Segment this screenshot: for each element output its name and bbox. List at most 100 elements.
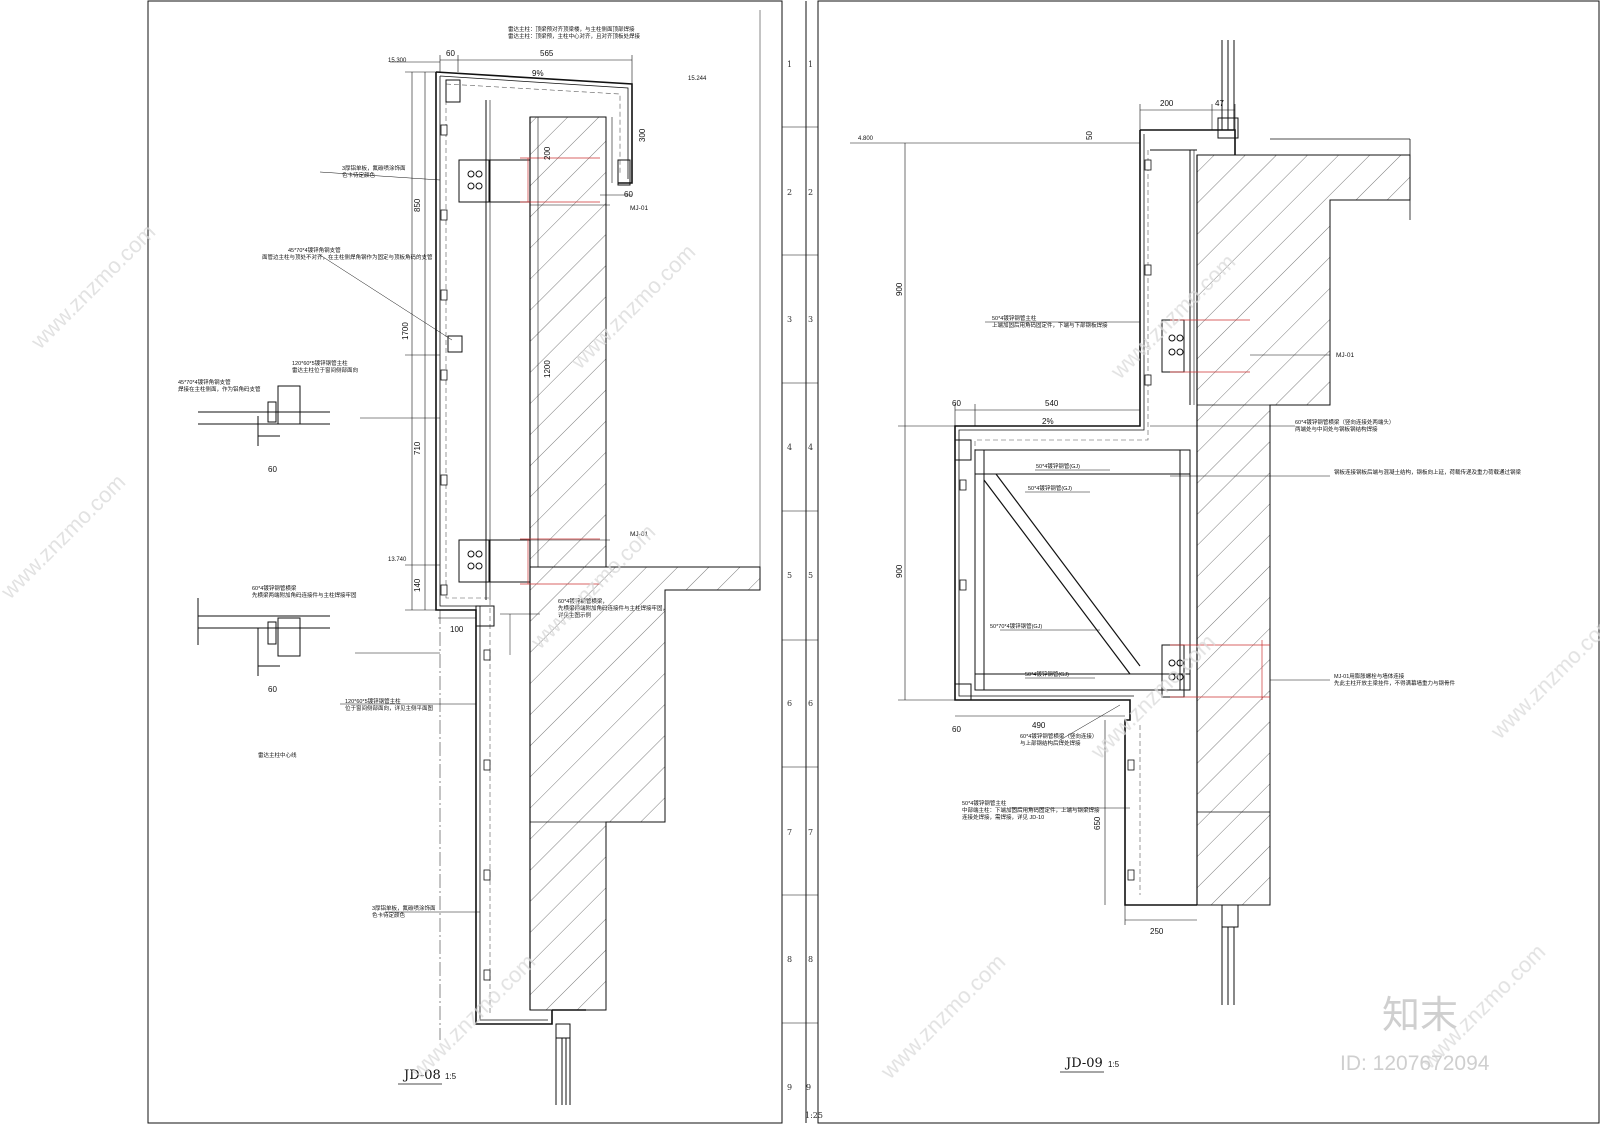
level-label: 4.800 — [858, 136, 874, 142]
row-number: 8 — [808, 955, 813, 964]
brand-logo: 知末 — [1382, 993, 1458, 1037]
code-label: MJ-01 — [630, 205, 648, 212]
note-text: 雷达主柱：顶梁预，主柱中心对齐，且对齐顶板处焊接 — [508, 32, 641, 40]
level-label: 13.740 — [388, 557, 407, 563]
cladding-profile-right — [954, 129, 1236, 906]
drawing-scale: 1:5 — [445, 1072, 457, 1081]
dim-label: 900 — [895, 564, 904, 578]
note-text: 上端加固后用角码固定件，下端与下部钢板焊接 — [992, 321, 1108, 329]
dim-label: 1200 — [543, 360, 552, 378]
note-text: 色卡待定颜色 — [342, 171, 376, 179]
note-text: 50*4镀锌钢管主柱 — [992, 314, 1037, 322]
note-text: 45*70*4镀锌角钢支管 — [178, 378, 231, 386]
row-number: 6 — [787, 699, 792, 708]
steel-frame-box — [954, 439, 1191, 701]
row-number: 4 — [808, 443, 813, 452]
dim-label: 710 — [413, 441, 422, 455]
dim-label: 60 — [952, 725, 961, 734]
title-jd08: JD-08 1:5 — [398, 1068, 457, 1085]
watermark-layer: www.znzmo.com www.znzmo.com www.znzmo.co… — [0, 219, 1600, 1084]
dim-label: 47 — [1215, 99, 1224, 108]
detail-jd-09: 50*4镀锌钢管主柱 上端加固后用角码固定件，下端与下部钢板焊接 60*4镀锌钢… — [850, 40, 1522, 1073]
concrete-column — [529, 116, 761, 1011]
brand-watermark: 知末 ID: 1207672094 — [1340, 993, 1490, 1075]
sheet-scale: 1:25 — [805, 1111, 823, 1120]
leaders-right — [985, 321, 1330, 809]
note-text: 50*4镀锌钢管主柱 — [962, 799, 1007, 807]
dim-label: 140 — [413, 578, 422, 592]
level-label: 15.244 — [688, 76, 707, 82]
dim-label: 490 — [1032, 721, 1046, 730]
note-text: 雷达主柱中心线 — [258, 751, 297, 759]
embedded-plate-upper — [458, 157, 600, 203]
dim-label: 540 — [1045, 399, 1059, 408]
watermark-id: ID: 1207672094 — [1340, 1052, 1490, 1075]
side-detail-1 — [198, 385, 330, 446]
note-text: 120*60*5镀锌钢管主柱 — [292, 359, 348, 367]
note-text: 先横梁两端附加角码连接件与主柱焊接牢固， — [558, 604, 668, 612]
note-text: 60*4镀锌钢管横梁（竖向连接） — [1020, 732, 1097, 740]
row-number-column — [782, 126, 818, 1024]
row-number: 4 — [787, 443, 792, 452]
concrete-slab — [1196, 138, 1411, 906]
dim-label: 60 — [268, 685, 277, 694]
note-text: 详见主图示例 — [558, 611, 592, 619]
note-text: 雷达主柱：顶梁预对齐顶梁楼，与主柱侧面顶部焊接 — [508, 25, 635, 33]
fixing-clips — [440, 124, 491, 981]
watermark-url: www.znzmo.com — [875, 949, 1010, 1084]
watermark-url: www.znzmo.com — [25, 219, 160, 354]
dim-label: 60 — [268, 465, 277, 474]
window-frame-bottom — [552, 1009, 586, 1105]
row-number: 2 — [787, 188, 792, 197]
detail-jd-08: 雷达主柱：顶梁预对齐顶梁楼，与主柱侧面顶部焊接 雷达主柱：顶梁预，主柱中心对齐，… — [178, 10, 761, 1105]
note-text: MJ-01用膨胀螺栓与墙体连接 — [1334, 672, 1405, 680]
row-number: 1 — [787, 60, 792, 69]
note-text: 两端处与中间处与钢板钢结构焊接 — [1295, 425, 1378, 433]
note-text: 50*4镀锌钢管(GJ) — [1036, 462, 1080, 470]
note-text: 45*70*4镀锌角钢支管 — [288, 246, 341, 254]
note-text: 先此主柱开放主梁挂件，不得满幕墙重力与钢骨件 — [1334, 679, 1456, 687]
notes-jd09: 50*4镀锌钢管主柱 上端加固后用角码固定件，下端与下部钢板焊接 60*4镀锌钢… — [962, 314, 1522, 821]
row-number: 7 — [808, 828, 813, 837]
row-number: 5 — [808, 571, 813, 580]
row-number: 2 — [808, 188, 813, 197]
drawing-scale: 1:5 — [1108, 1060, 1120, 1069]
code-label: MJ-01 — [1336, 352, 1354, 359]
drawing-title: JD-09 — [1064, 1056, 1103, 1071]
dimension-lines-right — [850, 104, 1236, 925]
dim-label: 250 — [1150, 927, 1164, 936]
dim-label: 60 — [952, 399, 961, 408]
note-text: 焊接在主柱侧面，作为铝角码支管 — [178, 385, 261, 393]
watermark-url: www.znzmo.com — [405, 949, 540, 1084]
row-number: 3 — [808, 315, 813, 324]
dim-label: 50 — [1085, 131, 1094, 140]
row-number: 6 — [808, 699, 813, 708]
note-text: 50*70*4镀锌钢管(GJ) — [990, 622, 1042, 630]
row-number: 9 — [787, 1083, 792, 1092]
leaders-left — [319, 61, 610, 913]
row-number: 1 — [808, 60, 813, 69]
dim-label: 60 — [624, 190, 633, 199]
dim-label: 60 — [446, 49, 455, 58]
row-number: 9 — [806, 1083, 811, 1092]
embedded-plate-right-lower — [1161, 640, 1270, 700]
slope-label: 9% — [532, 69, 544, 78]
note-text: 连接处焊接，需焊接，详见 JD-10 — [962, 813, 1044, 821]
title-jd09: JD-09 1:5 — [1060, 1056, 1120, 1073]
note-text: 钢板连接钢板后端与混凝土结构，钢板向上延，荷载传递及重力荷载通过钢梁 — [1334, 468, 1522, 476]
row-number: 7 — [787, 828, 792, 837]
dimensions-jd09: 4.800 200 47 50 900 900 540 60 2% 490 60… — [858, 99, 1354, 936]
watermark-url: www.znzmo.com — [1485, 609, 1600, 744]
code-label: MJ-01 — [630, 531, 648, 538]
note-text: 色卡待定颜色 — [372, 911, 406, 919]
drawing-title: JD-08 — [402, 1068, 441, 1083]
dim-label: 1700 — [401, 322, 410, 340]
left-sheet-frame — [147, 0, 783, 1124]
row-numbers: 1 1 2 2 3 3 4 4 5 5 6 6 7 7 8 8 9 9 1:25 — [787, 60, 823, 1120]
cladding-profile — [435, 71, 633, 1025]
notes-jd08: 雷达主柱：顶梁预对齐顶梁楼，与主柱侧面顶部焊接 雷达主柱：顶梁预，主柱中心对齐，… — [178, 25, 668, 919]
window-frame-right — [1217, 40, 1239, 1005]
row-number: 5 — [787, 571, 792, 580]
dim-label: 300 — [638, 128, 647, 142]
